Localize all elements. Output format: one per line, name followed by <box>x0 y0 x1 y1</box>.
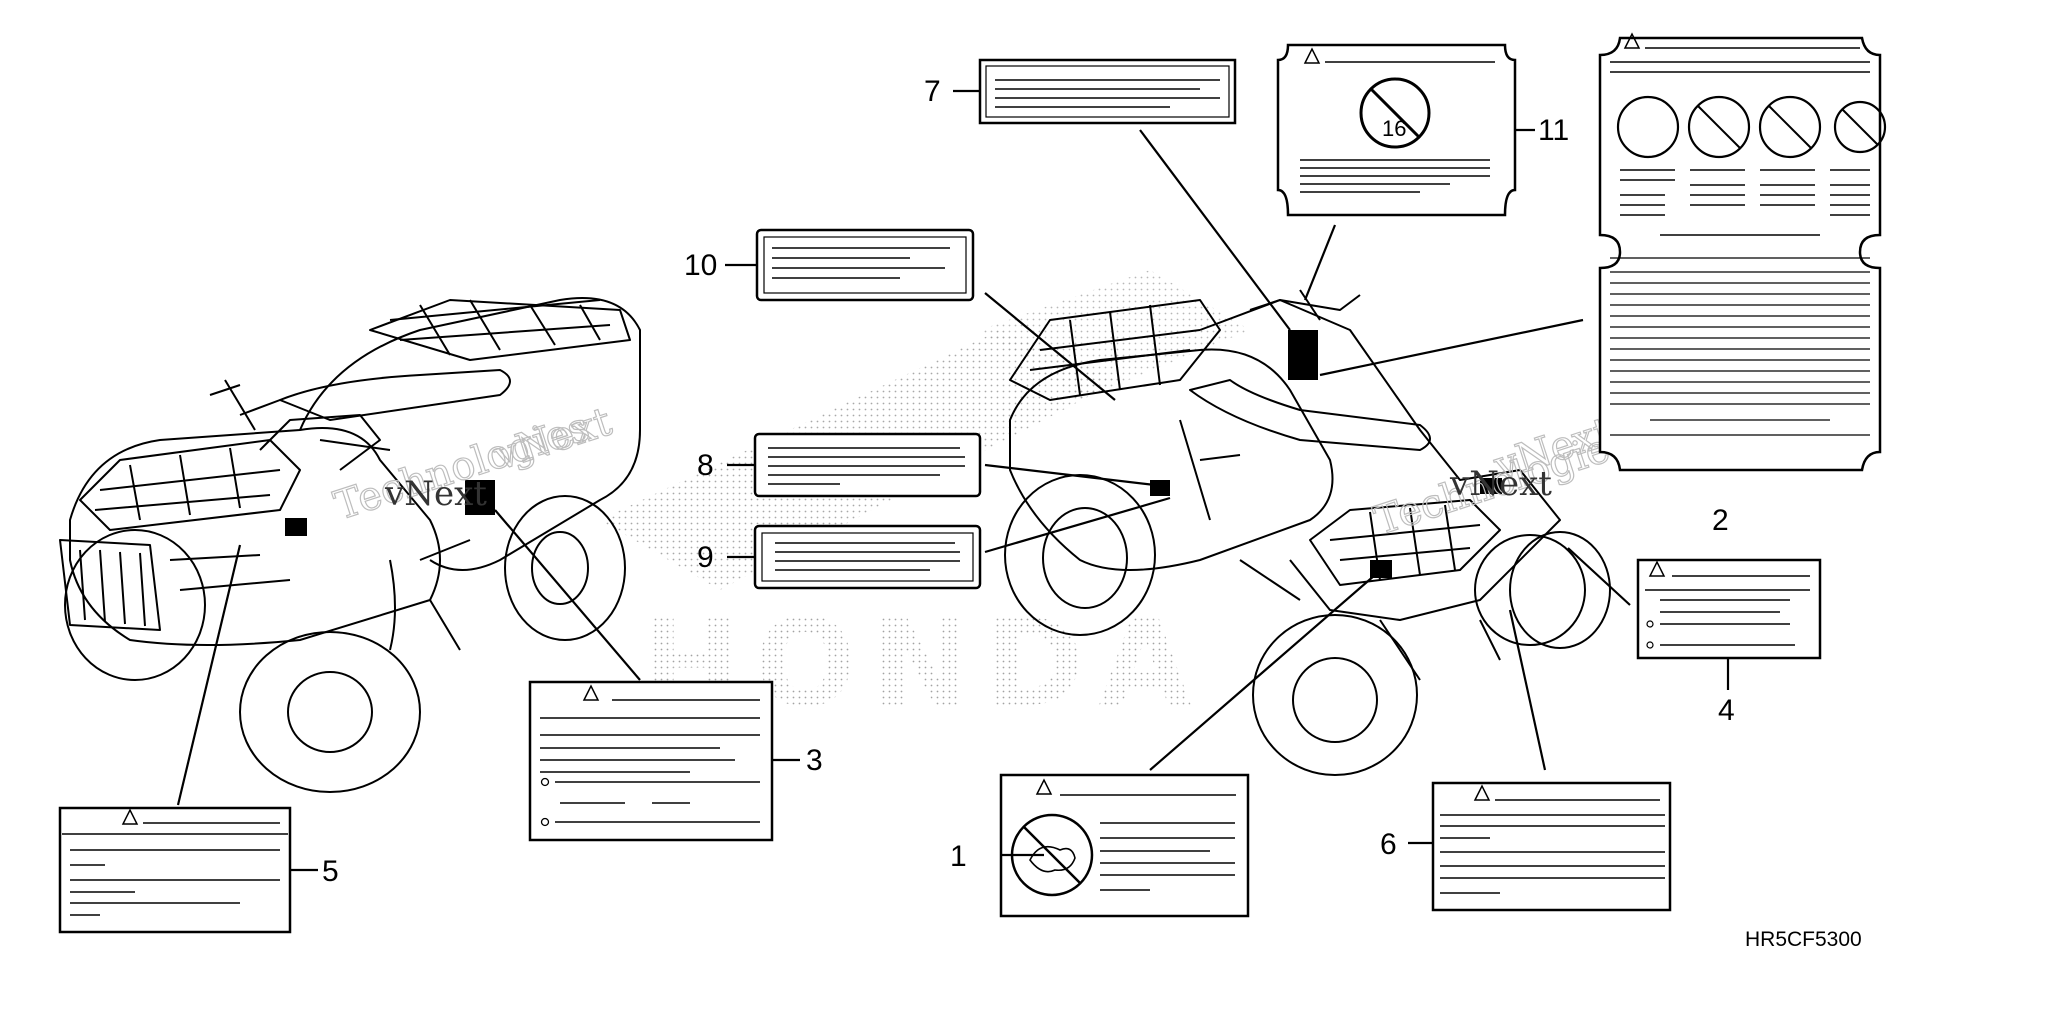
callout-9: 9 <box>697 541 714 574</box>
callout-10: 10 <box>684 249 717 282</box>
label-2 <box>1598 33 1887 472</box>
label-5 <box>58 806 292 934</box>
atv-left-illustration <box>59 297 641 793</box>
label-6 <box>1431 781 1672 912</box>
callout-5: 5 <box>322 855 339 888</box>
label-3 <box>528 680 774 842</box>
callout-2: 2 <box>1712 504 1729 537</box>
callout-11: 11 <box>1538 114 1569 147</box>
label-7 <box>978 58 1237 125</box>
callout-7: 7 <box>924 75 941 108</box>
watermark-overlay-right: vNext <box>1449 464 1552 504</box>
age-restriction-number: 16 <box>1382 116 1406 141</box>
callout-1: 1 <box>950 840 967 873</box>
callout-6: 6 <box>1380 828 1397 861</box>
label-8 <box>753 432 982 498</box>
callout-8: 8 <box>697 449 714 482</box>
label-1 <box>999 773 1250 918</box>
label-9 <box>753 524 982 590</box>
label-4 <box>1636 558 1822 660</box>
leader-lines <box>176 129 1631 806</box>
drawing-code: HR5CF5300 <box>1745 928 1862 951</box>
callout-3: 3 <box>806 744 823 777</box>
watermark-line-3: vNext <box>488 399 617 480</box>
label-10 <box>755 228 975 302</box>
callout-numbers: 1 2 3 4 5 6 7 8 9 10 11 <box>290 75 1735 888</box>
atv-right-illustration <box>1004 289 1611 776</box>
callout-4: 4 <box>1718 694 1735 727</box>
label-11: 16 <box>1276 43 1517 217</box>
watermark-overlay-left: vNext <box>384 474 487 514</box>
